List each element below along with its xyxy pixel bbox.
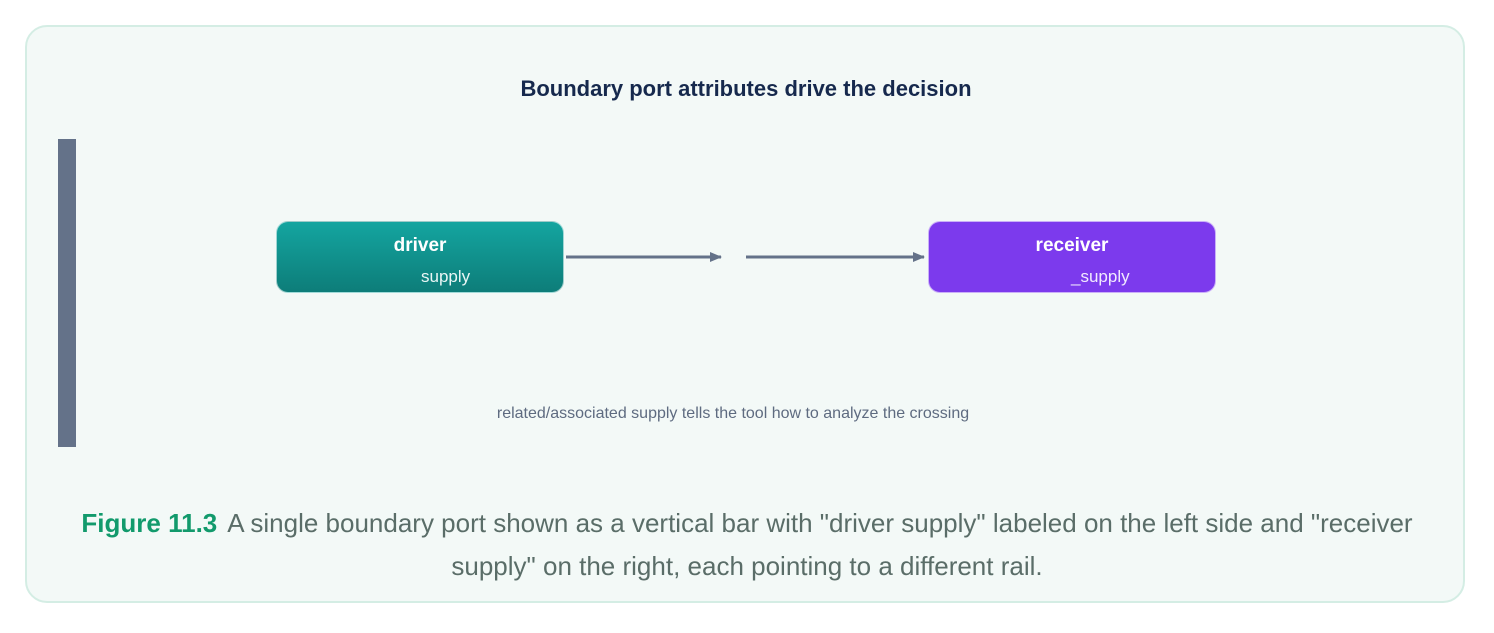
boundary-port-bar	[58, 139, 76, 447]
receiver-node-subtitle: _supply	[1071, 267, 1130, 286]
figure-card	[25, 25, 1465, 603]
driver-node-title: driver	[393, 235, 447, 256]
diagram-title: Boundary port attributes drive the decis…	[520, 76, 972, 101]
diagram-note: related/associated supply tells the tool…	[496, 405, 970, 422]
figure-caption: Figure 11.3 A single boundary port shown …	[60, 502, 1434, 588]
receiver-node: receiver _supply	[928, 221, 1216, 293]
driver-node: driver supply	[276, 221, 564, 293]
figure-label: Figure 11.3	[81, 508, 218, 538]
driver-node-subtitle: supply	[421, 267, 471, 286]
figure-caption-text: A single boundary port shown as a vertic…	[227, 508, 1413, 581]
receiver-node-title: receiver	[1035, 235, 1109, 256]
